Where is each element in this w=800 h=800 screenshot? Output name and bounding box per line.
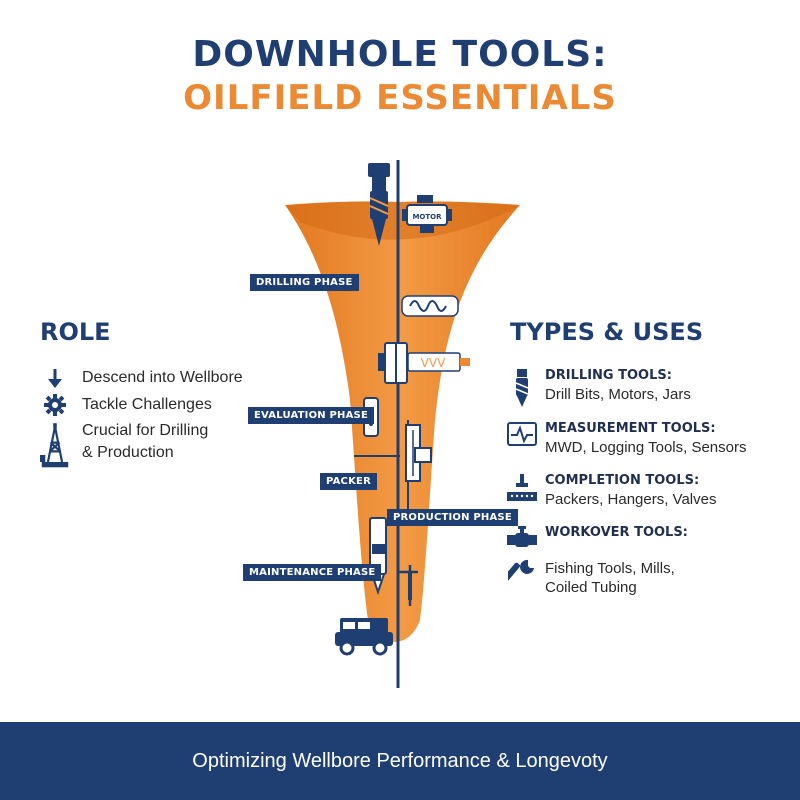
packer-label: PACKER: [320, 473, 377, 490]
waveform-monitor-icon: [505, 420, 539, 446]
title-line-1: DOWNHOLE TOOLS:: [192, 34, 608, 75]
type-description: Coiled Tubing: [545, 579, 637, 596]
wellbore-diagram: MOTOR VVV: [285, 160, 520, 688]
types-uses-title: TYPES & USES: [510, 318, 704, 346]
type-heading: DRILLING TOOLS:: [545, 368, 672, 383]
type-description: Fishing Tools, Mills,: [545, 560, 675, 577]
service-truck-icon: [335, 618, 393, 656]
evaluation-phase-label: EVALUATION PHASE: [248, 407, 374, 424]
production-phase-label: PRODUCTION PHASE: [387, 509, 518, 526]
role-item-tackle: Tackle Challenges: [40, 394, 212, 416]
measurement-tool: [354, 420, 432, 520]
shock-sub-tool: [401, 295, 459, 317]
type-measurement-tools: MEASUREMENT TOOLS: MWD, Logging Tools, S…: [505, 420, 746, 457]
role-item-line: Crucial for Drilling: [82, 422, 209, 439]
role-item-line: & Production: [82, 444, 174, 461]
motor-tool: MOTOR: [402, 195, 452, 233]
type-workover-tools: WORKOVER TOOLS:: [505, 524, 688, 548]
role-item-text: Descend into Wellbore: [82, 369, 243, 386]
wellbore-funnel: [285, 201, 520, 642]
gear-icon: [40, 394, 70, 416]
wrench-icon: [505, 556, 539, 588]
maintenance-phase-label: MAINTENANCE PHASE: [243, 564, 382, 581]
maintenance-tool: [398, 565, 418, 606]
jar-tool: VVV: [378, 342, 470, 384]
type-drilling-tools: DRILLING TOOLS: Drill Bits, Motors, Jars: [505, 367, 691, 407]
role-item-descend: Descend into Wellbore: [40, 367, 243, 389]
type-heading: WORKOVER TOOLS:: [545, 525, 688, 540]
drill-bit-tool: [368, 163, 390, 246]
role-title: ROLE: [40, 318, 111, 346]
footer-banner: Optimizing Wellbore Performance & Longev…: [0, 722, 800, 800]
packer-tool: [369, 517, 387, 596]
type-fishing-tools: Fishing Tools, Mills, Coiled Tubing: [505, 556, 675, 597]
motor-label: MOTOR: [412, 213, 442, 221]
arrow-down-icon: [40, 367, 70, 389]
footer-text: Optimizing Wellbore Performance & Longev…: [192, 749, 608, 772]
type-completion-tools: COMPLETION TOOLS: Packers, Hangers, Valv…: [505, 472, 716, 509]
drill-bit-icon: [505, 367, 539, 407]
drilling-phase-label: DRILLING PHASE: [250, 274, 359, 291]
type-description: Packers, Hangers, Valves: [545, 491, 717, 508]
valve-icon: [505, 524, 539, 548]
role-item-crucial: Crucial for Drilling & Production: [40, 420, 208, 474]
role-item-text: Tackle Challenges: [82, 396, 212, 413]
type-heading: COMPLETION TOOLS:: [545, 473, 700, 488]
type-description: MWD, Logging Tools, Sensors: [545, 439, 747, 456]
oil-rig-icon: [40, 420, 70, 474]
type-heading: MEASUREMENT TOOLS:: [545, 421, 716, 436]
svg-text:VVV: VVV: [421, 356, 446, 370]
type-description: Drill Bits, Motors, Jars: [545, 386, 691, 403]
title-line-2: OILFIELD ESSENTIALS: [183, 78, 617, 118]
packer-icon: [505, 472, 539, 502]
